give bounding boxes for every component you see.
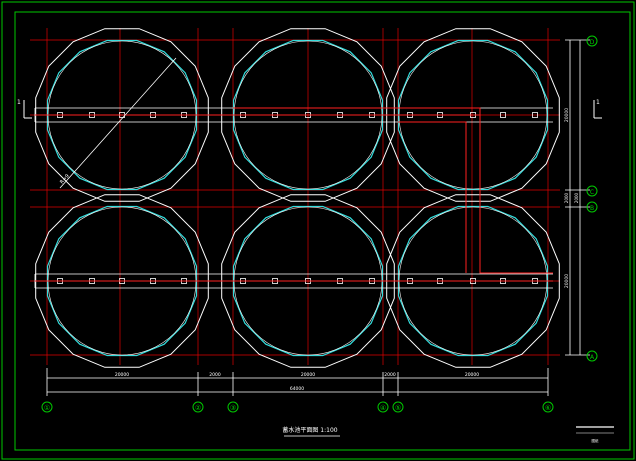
axis-marker-c [586, 185, 598, 197]
tank-outer-wall-3 [386, 28, 560, 202]
axis-label-c: C [590, 189, 594, 196]
axis-marker-1 [41, 401, 53, 413]
corner-note: 图纸 [592, 438, 600, 443]
section-label-right: 1 [596, 99, 600, 106]
dim-right-4: 20000 [564, 274, 570, 288]
section-label-left: 1 [17, 99, 21, 106]
axis-label-a: A [590, 354, 595, 361]
tank-outer-wall-5 [221, 194, 395, 368]
dim-bottom-4: 2000 [384, 372, 396, 378]
axis-marker-4 [377, 401, 389, 413]
section-mark-right: 1 [593, 99, 602, 119]
tank-outer-wall-2 [221, 28, 395, 202]
axis-label-d: D [590, 39, 595, 46]
dim-bottom-1: 20000 [115, 372, 129, 378]
axis-marker-a [586, 350, 598, 362]
bottom-axis-markers: ① ② ③ ④ ⑤ ⑥ [41, 401, 554, 413]
tank-outer-wall-4 [35, 194, 209, 368]
tank-inner-wall-4 [46, 205, 198, 357]
tank-inner-wall-2 [232, 39, 384, 191]
tank-outer-wall-1 [35, 28, 209, 202]
tank-inner-wall-5 [232, 205, 384, 357]
dim-bottom-5: 20000 [465, 372, 479, 378]
axis-label-1: ① [44, 404, 50, 412]
axis-marker-d [586, 35, 598, 47]
radius-line [59, 57, 177, 189]
pipe-runs [35, 107, 553, 282]
bottom-dimension-lines [46, 368, 549, 396]
dim-right-1: 20000 [564, 108, 570, 122]
axis-marker-2 [192, 401, 204, 413]
valve-box-0-13 [500, 112, 506, 118]
tank-inner-wall-1 [46, 39, 198, 191]
inner-frame [14, 11, 631, 451]
tank-inner-wall-6 [397, 205, 549, 357]
dim-right-2: 2000 [564, 192, 569, 203]
dim-bottom-total: 64000 [290, 386, 304, 392]
pipe-riser-outer [233, 107, 553, 274]
radius-label: R=9 [59, 173, 71, 185]
drawing-title: 蓄水池平面图 1:100 [282, 426, 337, 434]
axis-label-3: ③ [230, 404, 236, 412]
axis-label-4: ④ [380, 404, 386, 412]
tank-outer-wall-6 [386, 194, 560, 368]
dim-bottom-3: 20000 [301, 372, 315, 378]
axis-marker-6 [542, 401, 554, 413]
axis-label-2: ② [195, 404, 201, 412]
section-mark-left: 1 [17, 99, 32, 119]
valve-box-0-14 [532, 112, 538, 118]
dim-bottom-2: 2000 [209, 372, 221, 378]
axis-label-b: B [590, 205, 594, 212]
axis-label-5: ⑤ [395, 404, 401, 412]
pipe-riser-inner [398, 121, 467, 273]
tank-inner-wall-3 [397, 39, 549, 191]
dim-right-3: 2000 [574, 192, 579, 203]
axis-marker-b [586, 201, 598, 213]
right-dimension-lines [565, 39, 590, 356]
right-axis-markers: D C B A [586, 35, 598, 362]
axis-marker-5 [392, 401, 404, 413]
axis-label-6: ⑥ [545, 404, 551, 412]
axis-marker-3 [227, 401, 239, 413]
